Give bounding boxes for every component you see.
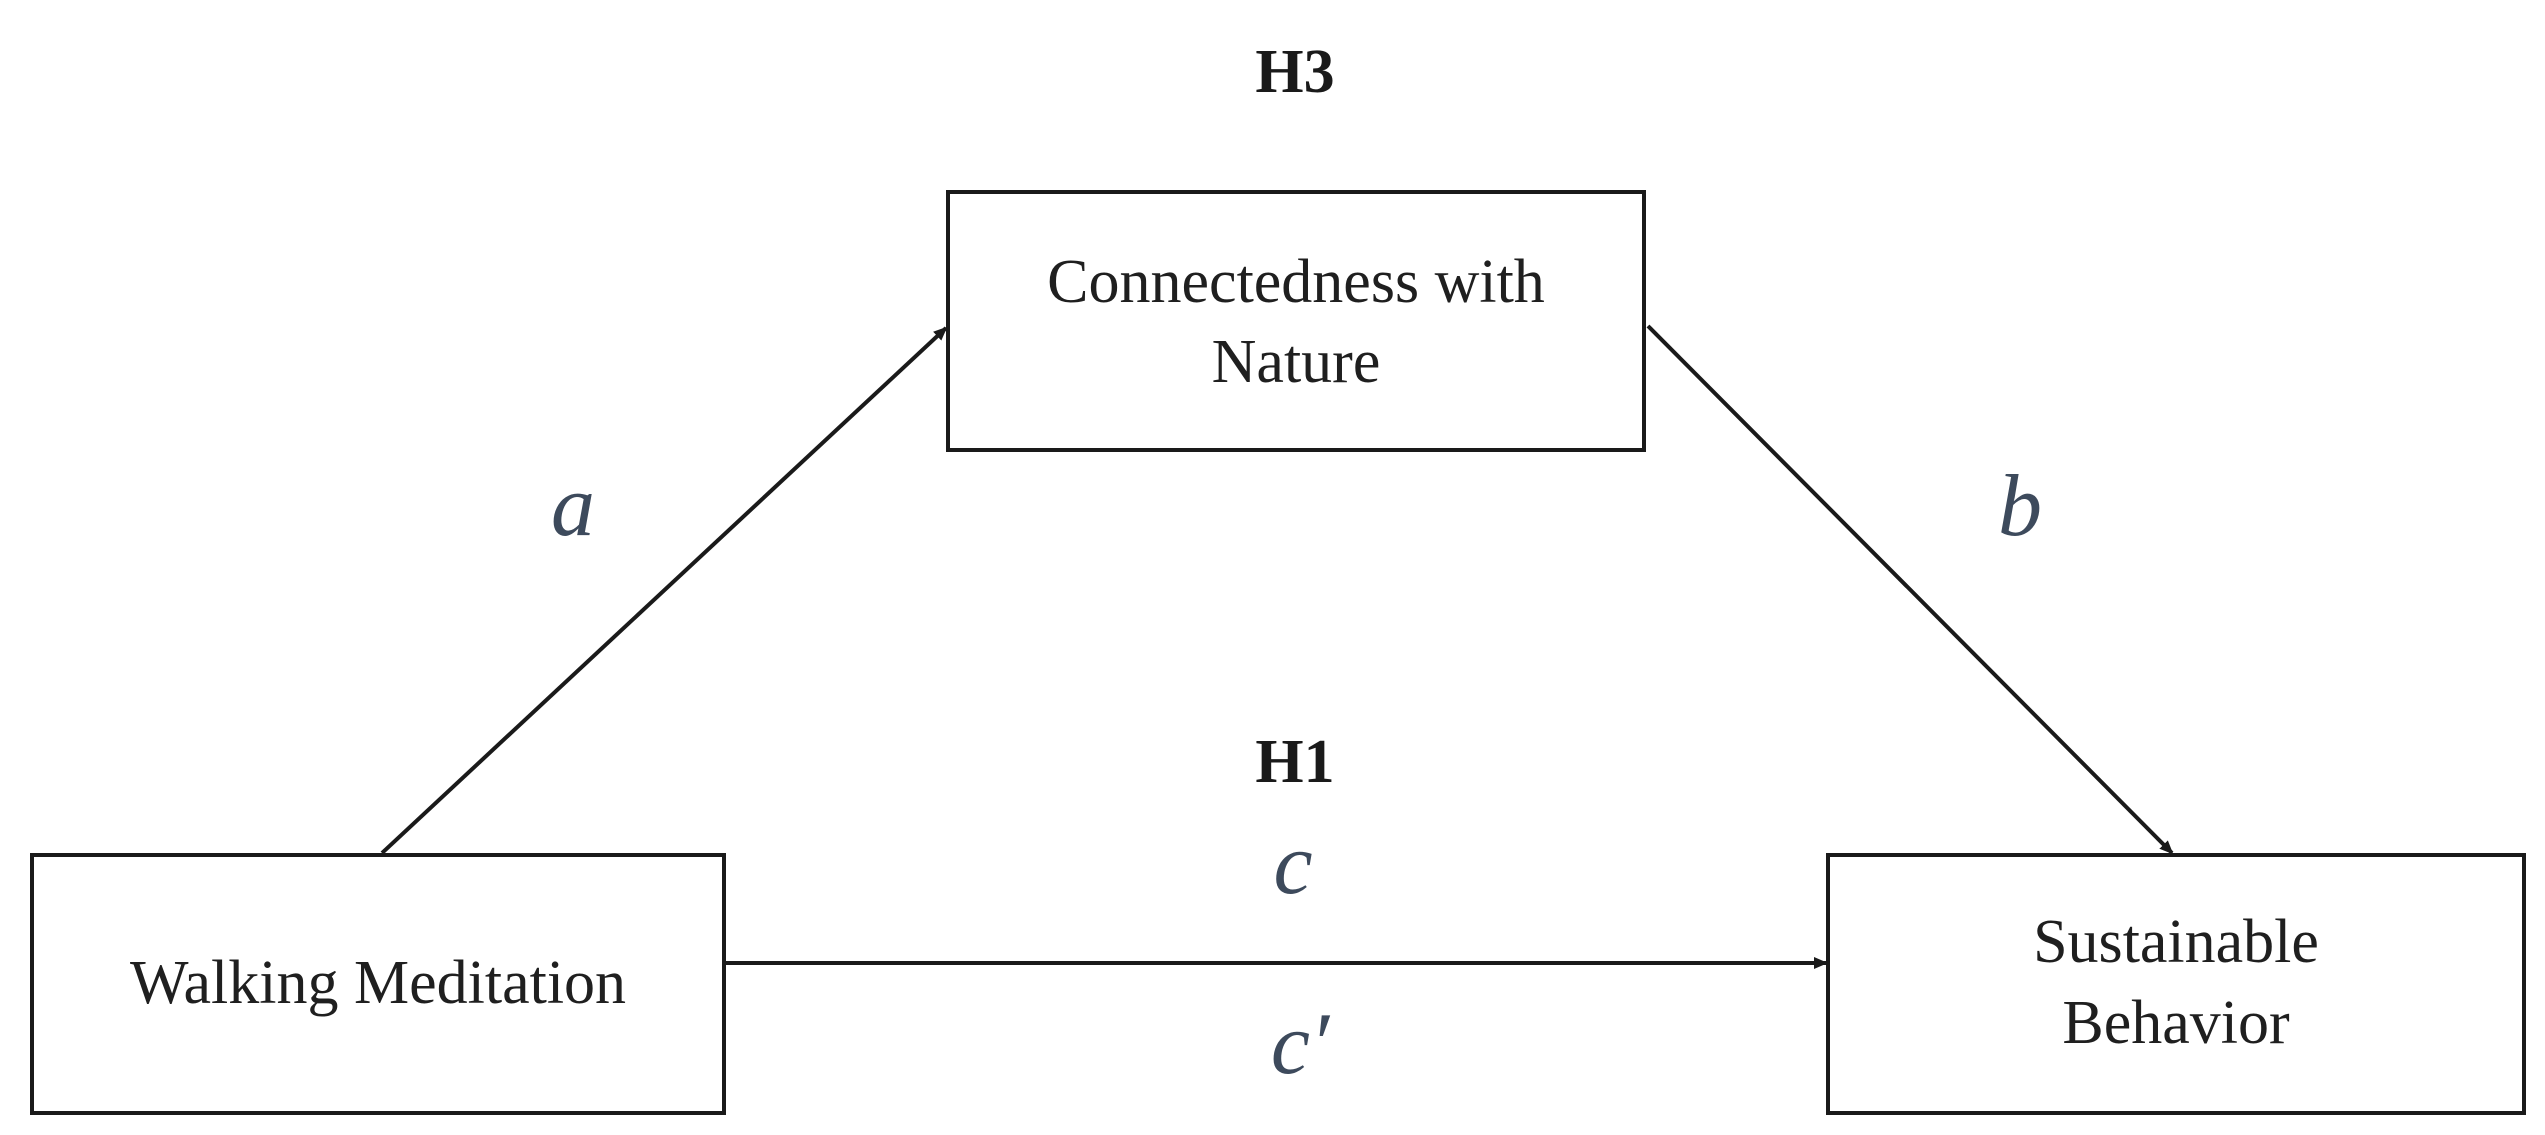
mediator-label-line1: Connectedness with [1047,248,1545,316]
path-c-label: c [1273,816,1312,913]
hypothesis-h1-label: H1 [1255,728,1334,796]
outcome-label-line2: Behavior [2062,989,2290,1057]
hypothesis-h3-label: H3 [1255,38,1334,106]
predictor-label: Walking Meditation [130,949,626,1017]
path-c-prime-label: c′ [1271,996,1331,1093]
path-a-label: a [551,458,595,555]
predictor-node: Walking Meditation [30,853,726,1115]
mediator-label-line2: Nature [1212,328,1381,396]
outcome-node: Sustainable Behavior [1826,853,2526,1115]
outcome-label-line1: Sustainable [2033,908,2319,976]
path-b-arrow [1646,324,2174,855]
path-b-label: b [1998,458,2042,555]
mediator-node: Connectedness with Nature [946,190,1646,452]
path-a-arrow [380,326,948,855]
